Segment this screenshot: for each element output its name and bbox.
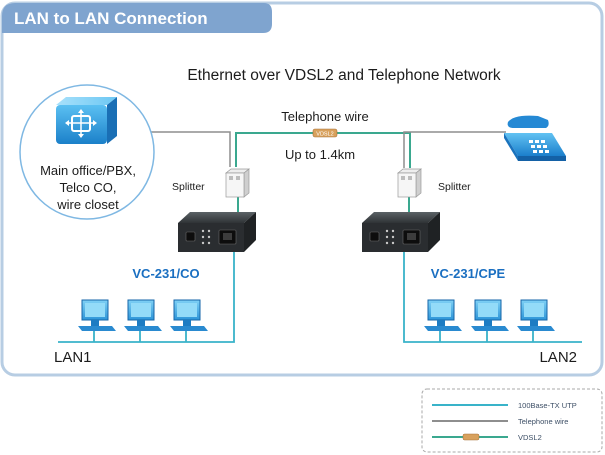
splitter-left-icon [225,168,250,198]
main-title: Ethernet over VDSL2 and Telephone Networ… [187,67,501,84]
pc-icon [78,299,116,331]
vc231-co-device-icon [178,212,256,252]
header-banner [2,3,272,33]
legend-vdsl-tag [462,433,480,441]
splitter-left-label: Splitter [172,181,205,193]
office-circle [19,84,155,220]
splitter-right-icon [397,168,422,198]
device-cpe-label: VC-231/CPE [431,266,506,281]
splitter-right-label: Splitter [438,181,471,193]
phone-wire-telephone [403,131,506,168]
office-line-1: Main office/PBX, [40,163,136,178]
lan2-label: LAN2 [539,349,577,366]
telephone-icon [504,115,566,161]
legend-utp-label: 100Base-TX UTP [518,401,577,410]
pc-icon [471,299,509,331]
telephone-wire-label: Telephone wire [281,109,368,124]
pc-icon [170,299,208,331]
device-co-label: VC-231/CO [132,266,199,281]
vdsl-tag: VDSL2 [312,128,338,138]
vdsl-tag-label: VDSL2 [316,132,333,138]
phone-wire-office [130,131,231,167]
utp-line-cpe [403,250,582,343]
pc-icon [124,299,162,331]
legend-vdsl-label: VDSL2 [518,433,542,442]
lan1-label: LAN1 [54,349,92,366]
pc-icon [424,299,462,331]
pc-icon [517,299,555,331]
header-title: LAN to LAN Connection [14,9,208,28]
office-line-3: wire closet [56,197,119,212]
vc231-cpe-device-icon [362,212,440,252]
outer-frame [0,1,604,377]
legend-phone-label: Telephone wire [518,417,568,426]
office-line-2: Telco CO, [59,180,116,195]
distance-label: Up to 1.4km [285,147,355,162]
pbx-cube-icon [56,97,117,144]
utp-line-co [58,250,235,343]
legend-box: 100Base-TX UTP Telephone wire VDSL2 [421,388,603,453]
